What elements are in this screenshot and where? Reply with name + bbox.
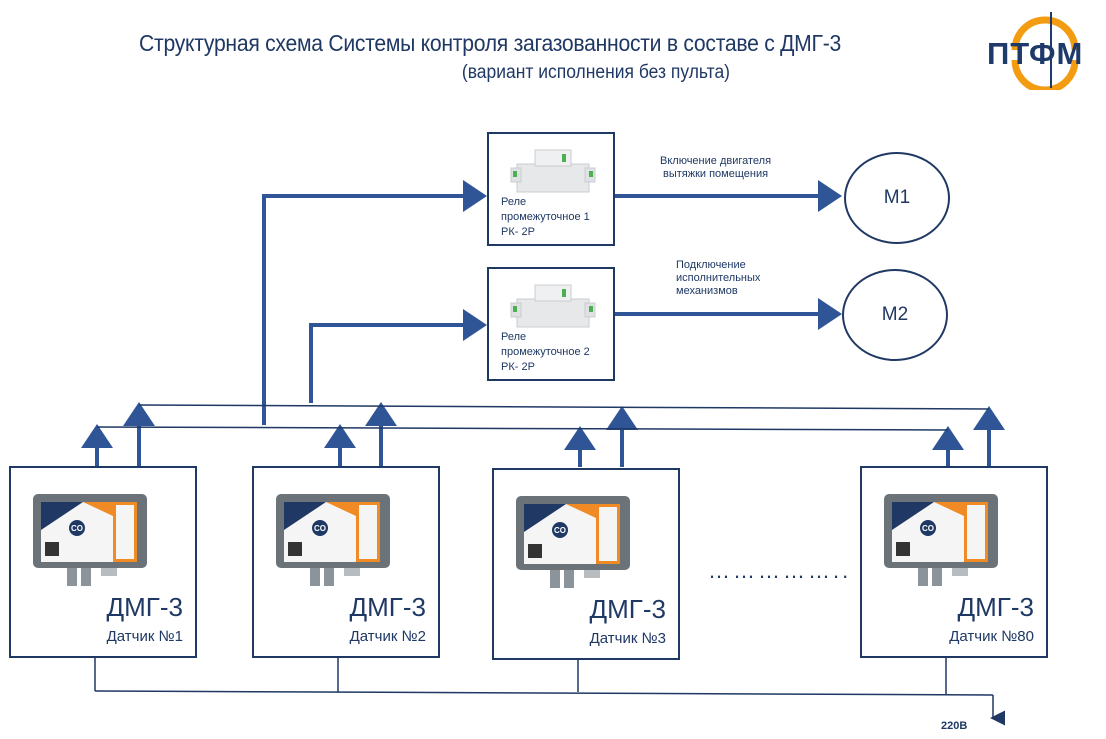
relay-2-note: Подключение исполнительных механизмов <box>676 259 761 297</box>
sensor-model: ДМГ-3 <box>589 594 666 624</box>
power-label: 220В <box>941 720 968 732</box>
relay-1-label: Реле промежуточное 1 РК- 2Р <box>501 196 590 238</box>
svg-text:CO: CO <box>71 524 83 533</box>
relay-1-note: Включение двигателя вытяжки помещения <box>660 155 772 180</box>
svg-text:CO: CO <box>314 524 326 533</box>
diagram-title: Структурная схема Системы контроля загаз… <box>139 30 841 56</box>
logo-ring-icon <box>1011 12 1079 94</box>
sensor-model: ДМГ-3 <box>957 592 1034 622</box>
motor-m2: M2 <box>842 269 948 361</box>
sensor-name: Датчик №2 <box>349 628 426 645</box>
company-logo: ПТФМ <box>985 10 1105 94</box>
relay-2: Реле промежуточное 2 РК- 2Р <box>487 267 615 381</box>
relay1-feed-wire <box>262 180 487 425</box>
sensor-model: ДМГ-3 <box>106 592 183 622</box>
sensor-model: ДМГ-3 <box>349 592 426 622</box>
sensor-80: CO ДМГ-3 Датчик №80 <box>860 466 1048 658</box>
relay-device-icon <box>510 284 596 328</box>
sensor-1: CO ДМГ-3 Датчик №1 <box>9 466 197 658</box>
ellipsis-more-sensors: …………….. <box>708 558 852 583</box>
bus-line-1 <box>96 426 949 431</box>
gas-detector-device-icon: CO <box>276 494 390 586</box>
relay-device-icon <box>510 149 596 193</box>
relay-2-label: Реле промежуточное 2 РК- 2Р <box>501 331 590 373</box>
sensor-name: Датчик №80 <box>949 628 1034 645</box>
sensor-2: CO ДМГ-3 Датчик №2 <box>252 466 440 658</box>
bus-line-2 <box>138 404 990 410</box>
relay-1: Реле промежуточное 1 РК- 2Р <box>487 132 615 246</box>
svg-text:CO: CO <box>554 526 566 535</box>
gas-detector-device-icon: CO <box>516 496 630 588</box>
power-bus-line <box>94 690 994 696</box>
diagram-subtitle: (вариант исполнения без пульта) <box>461 62 730 83</box>
gas-detector-device-icon: CO <box>33 494 147 586</box>
sensor-name: Датчик №3 <box>589 630 666 647</box>
relay2-feed-wire <box>309 309 487 403</box>
logo-text: ПТФМ <box>987 36 1084 71</box>
gas-detector-device-icon: CO <box>884 494 998 586</box>
sensor-name: Датчик №1 <box>106 628 183 645</box>
sensor-3: CO ДМГ-3 Датчик №3 <box>492 468 680 660</box>
motor-m1: M1 <box>844 152 950 244</box>
svg-text:CO: CO <box>922 524 934 533</box>
